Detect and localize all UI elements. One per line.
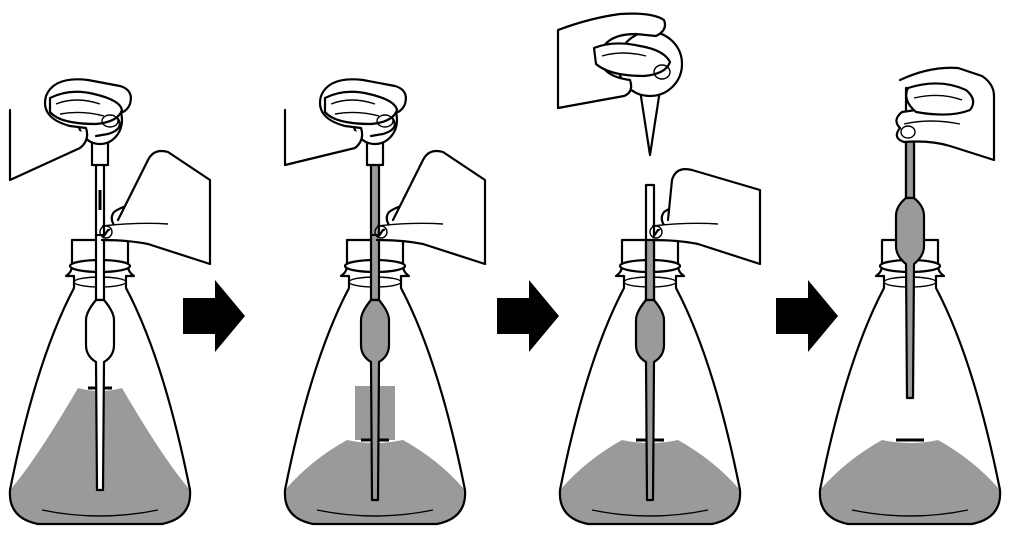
top-hand: [10, 79, 131, 180]
side-hand: [100, 151, 210, 264]
pipette-bulb: [896, 198, 924, 398]
step-1: [10, 79, 210, 524]
side-hand: [650, 169, 760, 264]
step-2: [285, 79, 485, 524]
top-hand: [285, 79, 406, 165]
step-4: [820, 68, 1000, 524]
arrow-1: [183, 280, 245, 352]
step-3: [558, 14, 760, 524]
side-hand: [375, 151, 485, 264]
flask-liquid: [820, 440, 1000, 524]
arrow-2: [497, 280, 559, 352]
arrow-3: [776, 280, 838, 352]
